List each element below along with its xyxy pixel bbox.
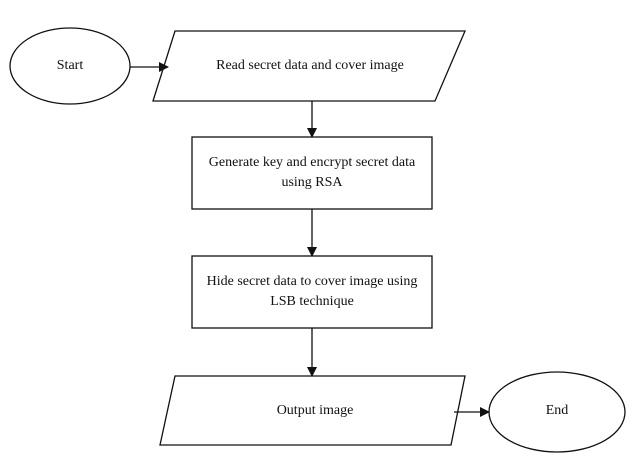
generate-process-box [191, 136, 433, 210]
end-label: End [545, 403, 569, 418]
output-parallelogram [159, 375, 466, 446]
read-input-parallelogram [152, 30, 466, 102]
hide-label: Hide secret data to cover image using LS… [192, 272, 432, 312]
hide-label-line-1: Hide secret data to cover image using [206, 274, 418, 289]
output-label: Output image [276, 403, 354, 418]
hide-label-line-2: LSB technique [270, 294, 354, 309]
start-terminator [9, 27, 131, 105]
generate-label: Generate key and encrypt secret data usi… [192, 153, 432, 193]
start-label: Start [56, 58, 84, 73]
generate-label-line-2: using RSA [281, 175, 343, 190]
generate-label-line-1: Generate key and encrypt secret data [208, 155, 416, 170]
read-label: Read secret data and cover image [216, 58, 404, 73]
